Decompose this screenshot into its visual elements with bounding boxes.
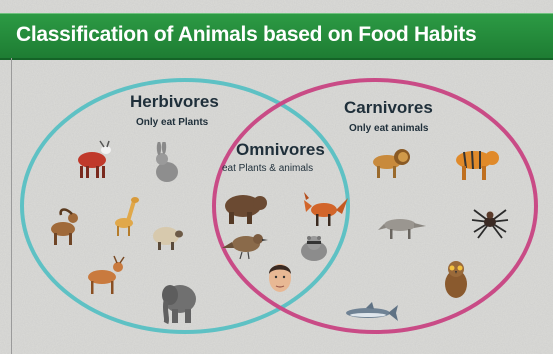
sheep-icon (150, 223, 184, 251)
raccoon-icon (297, 234, 331, 264)
carnivores-description: Only eat animals (349, 123, 428, 134)
shark-icon (340, 302, 400, 322)
lion-icon (369, 145, 411, 179)
herbivores-label: Herbivores (130, 92, 219, 112)
deer-icon (82, 255, 128, 295)
tiger-icon (450, 142, 502, 182)
sparrow-icon (222, 228, 270, 260)
wolf-icon (378, 214, 428, 240)
herbivores-description: Only eat Plants (136, 117, 208, 128)
spider-icon (470, 204, 510, 240)
fox-icon (298, 188, 350, 228)
ibex-icon (45, 205, 81, 247)
owl-icon (440, 258, 472, 300)
human-face-icon (266, 258, 294, 296)
elephant-icon (158, 277, 200, 325)
omnivores-description: eat Plants & animals (222, 163, 313, 174)
omnivores-label: Omnivores (236, 140, 325, 160)
giraffe-icon (110, 195, 140, 237)
carnivores-label: Carnivores (344, 98, 433, 118)
bear-icon (217, 190, 269, 226)
goat-icon (70, 140, 114, 180)
rabbit-icon (150, 142, 182, 184)
